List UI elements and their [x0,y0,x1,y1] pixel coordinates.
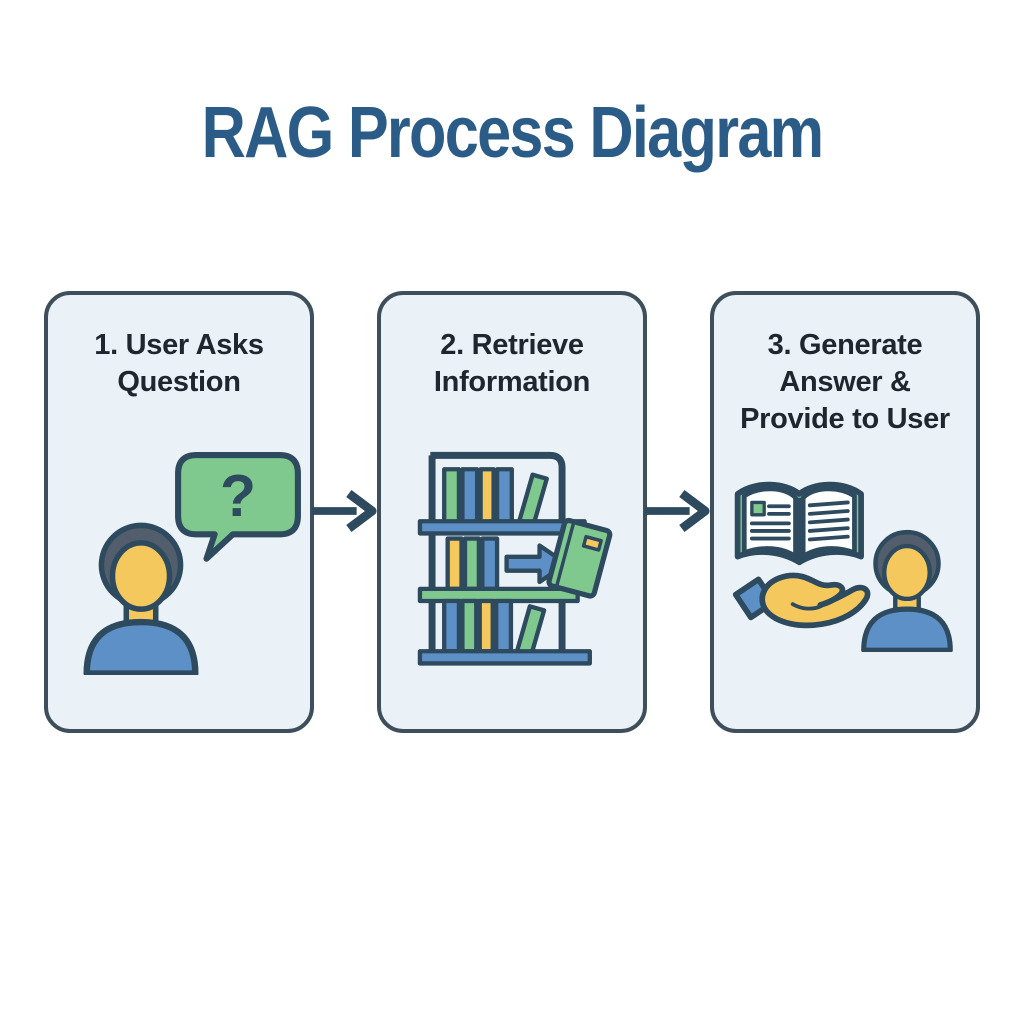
heading-line: 1. User Asks [94,329,264,361]
heading-line: 3. Generate [767,329,923,361]
heading-line: Answer & [779,366,911,399]
heading-line: Information [433,366,591,399]
step-card-2: 2. Retrieve Information [377,291,647,733]
step-1-heading: 1. User Asks Question [48,327,310,401]
question-speech-bubble-icon: ? [175,452,301,562]
steps-row: 1. User Asks Question ? 2. Retrieve Info… [44,291,980,733]
answer-book-on-hand-icon [732,481,871,629]
open-book-icon [734,481,864,566]
heading-line: Question [117,366,241,399]
retrieved-book-icon [546,517,613,599]
arrow-step2-to-step3-icon [644,490,710,532]
user-icon [83,522,199,676]
step-card-3: 3. Generate Answer & Provide to User [710,291,980,733]
step-3-heading: 3. Generate Answer & Provide to User [714,327,976,438]
page-title: RAG Process Diagram [201,93,824,173]
step-card-1: 1. User Asks Question ? [44,291,314,733]
arrow-step1-to-step2-icon [311,490,377,532]
user-icon [861,529,953,652]
step-2-heading: 2. Retrieve Information [381,327,643,401]
bookshelf-icon [417,451,613,666]
shelf-bar [417,649,592,666]
heading-line: Provide to User [740,403,950,436]
question-mark-glyph: ? [220,464,256,529]
giving-hand-icon [732,572,871,629]
heading-line: 2. Retrieve [440,329,584,361]
